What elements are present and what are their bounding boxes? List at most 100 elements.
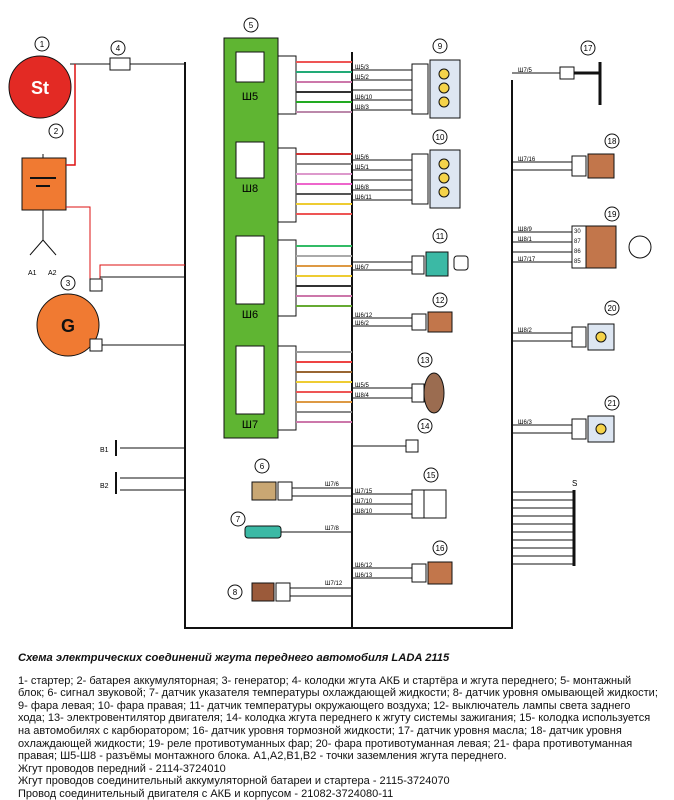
caption-title: Схема электрических соединений жгута пер… — [18, 652, 450, 664]
svg-text:8: 8 — [233, 588, 238, 597]
number-14: 14 — [417, 418, 433, 434]
svg-text:2: 2 — [54, 127, 59, 136]
coolant-level-sensor — [571, 153, 615, 179]
svg-text:16: 16 — [436, 544, 445, 553]
caption-legend: 1- стартер; 2- батарея аккумуляторная; 3… — [18, 674, 658, 763]
generator-connector — [89, 278, 103, 292]
svg-text:Ш5/2: Ш5/2 — [355, 75, 370, 81]
left-headlamp — [411, 59, 461, 119]
generator-connector-d — [89, 338, 103, 352]
svg-text:Ш7/16: Ш7/16 — [518, 157, 536, 163]
starter-label: St — [31, 78, 49, 98]
ground-b1: B1 — [100, 440, 117, 456]
svg-text:Ш6/12: Ш6/12 — [355, 313, 373, 319]
carburetor-connector — [411, 489, 447, 519]
svg-text:Ш5/5: Ш5/5 — [355, 383, 370, 389]
block-label-sh7: Ш7 — [242, 419, 258, 431]
svg-text:1: 1 — [40, 40, 45, 49]
svg-text:10: 10 — [436, 133, 445, 142]
svg-text:87: 87 — [574, 239, 581, 245]
ground-b2: B2 — [100, 472, 117, 494]
svg-text:Ш6/10: Ш6/10 — [355, 95, 373, 101]
caption: Схема электрических соединений жгута пер… — [18, 652, 658, 800]
right-headlamp — [411, 149, 461, 209]
radiator-fan — [411, 372, 445, 414]
svg-text:Ш8/4: Ш8/4 — [355, 393, 370, 399]
svg-text:15: 15 — [427, 471, 436, 480]
connector-4 — [109, 57, 131, 71]
svg-text:Ш7/15: Ш7/15 — [355, 489, 373, 495]
number-11: 11 — [432, 228, 448, 244]
number-6: 6 — [254, 458, 270, 474]
svg-text:Ш6/7: Ш6/7 — [355, 265, 370, 271]
svg-text:12: 12 — [436, 296, 445, 305]
left-fog-light — [571, 323, 615, 351]
number-1: 1 — [34, 36, 50, 52]
right-column-wires — [512, 72, 572, 434]
component-numbers: 1 2 3 4 5 6 7 8 9 10 11 12 13 14 15 16 1… — [34, 17, 620, 600]
right-fog-light — [571, 415, 615, 443]
number-20: 20 — [604, 300, 620, 316]
number-2: 2 — [48, 123, 64, 139]
svg-text:11: 11 — [436, 232, 445, 241]
block-label-sh5: Ш5 — [242, 91, 258, 103]
ambient-temp-sensor — [411, 251, 469, 277]
svg-text:Ш7/5: Ш7/5 — [518, 68, 533, 74]
svg-text:B2: B2 — [100, 483, 109, 490]
svg-text:Ш6/13: Ш6/13 — [355, 573, 373, 579]
svg-text:Ш6/11: Ш6/11 — [355, 195, 372, 201]
number-9: 9 — [432, 38, 448, 54]
svg-text:17: 17 — [584, 44, 593, 53]
block-wires — [296, 61, 352, 423]
svg-text:85: 85 — [574, 259, 581, 265]
svg-text:Ш5/3: Ш5/3 — [355, 65, 370, 71]
svg-text:9: 9 — [438, 42, 443, 51]
svg-text:Ш6/8: Ш6/8 — [355, 185, 370, 191]
number-8: 8 — [227, 584, 243, 600]
svg-text:Ш7/6: Ш7/6 — [325, 482, 340, 488]
wiring-diagram: St G B1 B2 A1 A2 1 2 3 4 5 6 7 8 9 — [8, 17, 652, 629]
ground-a2: A2 — [48, 270, 57, 277]
svg-text:Ш7/12: Ш7/12 — [325, 581, 343, 587]
generator: G — [36, 293, 100, 357]
svg-text:Ш8/1: Ш8/1 — [518, 237, 533, 243]
starter: St — [8, 55, 72, 119]
washer-level-sensor: Ш7/12 — [251, 581, 352, 602]
mounting-block: Ш5 Ш8 Ш6 Ш7 — [223, 37, 279, 439]
number-3: 3 — [60, 275, 76, 291]
svg-text:3: 3 — [66, 279, 71, 288]
svg-text:S: S — [572, 479, 577, 488]
number-5: 5 — [243, 17, 259, 33]
reverse-light-switch — [411, 311, 453, 333]
middle-column-wires — [352, 69, 412, 579]
svg-text:Ш5/6: Ш5/6 — [355, 155, 370, 161]
ground-bus: S — [512, 479, 577, 566]
svg-text:5: 5 — [249, 21, 254, 30]
fog-light-relay: 30 87 86 85 — [571, 225, 652, 269]
svg-text:6: 6 — [260, 462, 265, 471]
svg-text:21: 21 — [608, 399, 617, 408]
battery — [21, 154, 67, 256]
number-16: 16 — [432, 540, 448, 556]
svg-text:20: 20 — [608, 304, 617, 313]
svg-text:Ш8/9: Ш8/9 — [518, 227, 533, 233]
block-label-sh8: Ш8 — [242, 183, 258, 195]
caption-note-1: Жгут проводов передний - 2114-3724010 — [18, 762, 226, 775]
number-10: 10 — [432, 129, 448, 145]
svg-text:Ш8/3: Ш8/3 — [355, 105, 370, 111]
coolant-temp-sensor: Ш7/8 — [244, 525, 352, 539]
svg-text:Ш8/10: Ш8/10 — [355, 509, 373, 515]
caption-note-2: Жгут проводов соединительный аккумулятор… — [18, 775, 450, 788]
svg-text:B1: B1 — [100, 447, 109, 454]
svg-text:18: 18 — [608, 137, 617, 146]
svg-text:Ш6/3: Ш6/3 — [518, 420, 533, 426]
number-15: 15 — [423, 467, 439, 483]
svg-text:Ш7/17: Ш7/17 — [518, 257, 536, 263]
svg-text:86: 86 — [574, 249, 581, 255]
svg-text:Ш6/12: Ш6/12 — [355, 563, 373, 569]
svg-text:30: 30 — [574, 229, 581, 235]
generator-label: G — [61, 316, 75, 336]
svg-text:Ш5/1: Ш5/1 — [355, 165, 370, 171]
block-pin-strips — [277, 55, 297, 431]
